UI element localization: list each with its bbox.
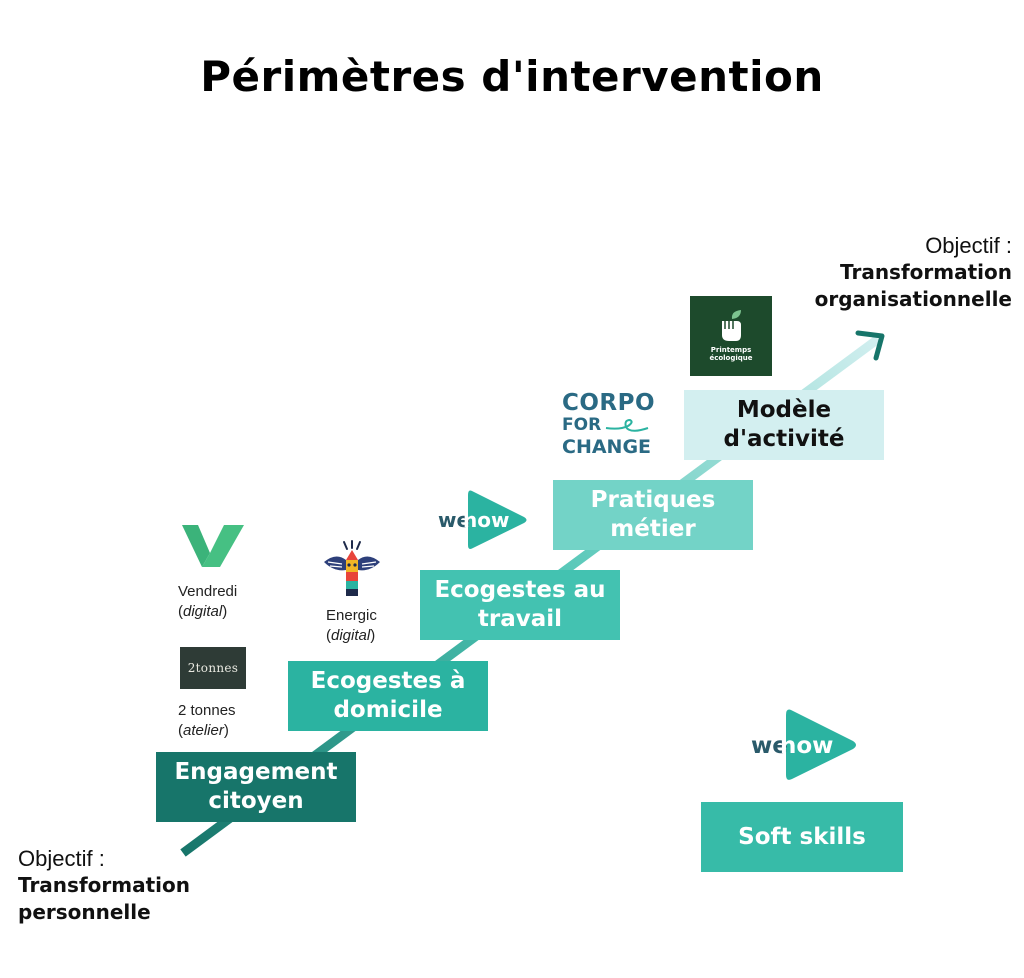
arrow-head	[855, 330, 885, 361]
page-title: Périmètres d'intervention	[200, 52, 824, 101]
wenow-logo-icon: we now	[438, 490, 527, 549]
2tonnes-caption: 2 tonnes (atelier)	[178, 702, 236, 739]
partner-name: Energic	[326, 607, 377, 624]
vendredi-logo-icon	[182, 525, 244, 567]
objective-label: Objectif :	[925, 233, 1012, 258]
logo-text: 2tonnes	[187, 661, 239, 675]
step-pratiques-metier: Pratiques métier	[553, 480, 753, 550]
wenow-now-text: now	[463, 508, 509, 532]
partner-name: 2 tonnes	[178, 702, 236, 719]
step-modele-activite: Modèle d'activité	[684, 390, 884, 460]
objective-personal: Objectif : Transformation personnelle	[18, 845, 190, 926]
partner-mode: digital	[331, 627, 371, 644]
partner-mode: atelier	[183, 722, 224, 739]
corpo-line-3: CHANGE	[562, 436, 652, 458]
step-ecogestes-domicile: Ecogestes à domicile	[288, 661, 488, 731]
wenow-we-text: we	[751, 733, 788, 759]
objective-value: Transformation organisationnelle	[814, 260, 1012, 311]
corpo-loop-icon	[605, 418, 649, 432]
soft-skills-box: Soft skills	[701, 802, 903, 872]
corpo-line-1: CORPO	[562, 390, 656, 416]
wenow-logo-large-icon: we now	[751, 709, 856, 780]
objective-value: Transformation personnelle	[18, 873, 190, 924]
step-ecogestes-travail: Ecogestes au travail	[420, 570, 620, 640]
step-label: Ecogestes au travail	[434, 577, 606, 632]
vendredi-caption: Vendredi (digital)	[178, 583, 238, 620]
printemps-ecologique-logo-icon: Printemps écologique	[690, 296, 772, 376]
wenow-now-text: now	[780, 733, 833, 759]
partner-mode: digital	[183, 603, 223, 620]
2tonnes-logo-icon: 2tonnes	[180, 647, 246, 689]
step-label: Engagement citoyen	[174, 759, 338, 814]
corpo-for-change-logo-icon: CORPO FOR CHANGE	[562, 390, 656, 459]
step-label: Pratiques métier	[590, 487, 716, 542]
printemps-text: Printemps écologique	[709, 346, 753, 362]
objective-label: Objectif :	[18, 846, 105, 871]
step-label: Modèle d'activité	[723, 397, 845, 452]
step-engagement-citoyen: Engagement citoyen	[156, 752, 356, 822]
wenow-we-text: we	[438, 508, 470, 532]
energic-totem-icon	[324, 540, 380, 596]
fist-leaf-icon	[722, 310, 741, 341]
corpo-line-2: FOR	[562, 415, 602, 435]
energic-caption: Energic (digital)	[326, 607, 377, 644]
step-label: Ecogestes à domicile	[310, 668, 466, 723]
objective-organisational: Objectif : Transformation organisationne…	[815, 232, 1012, 313]
soft-skills-label: Soft skills	[738, 823, 866, 850]
partner-name: Vendredi	[178, 583, 238, 600]
